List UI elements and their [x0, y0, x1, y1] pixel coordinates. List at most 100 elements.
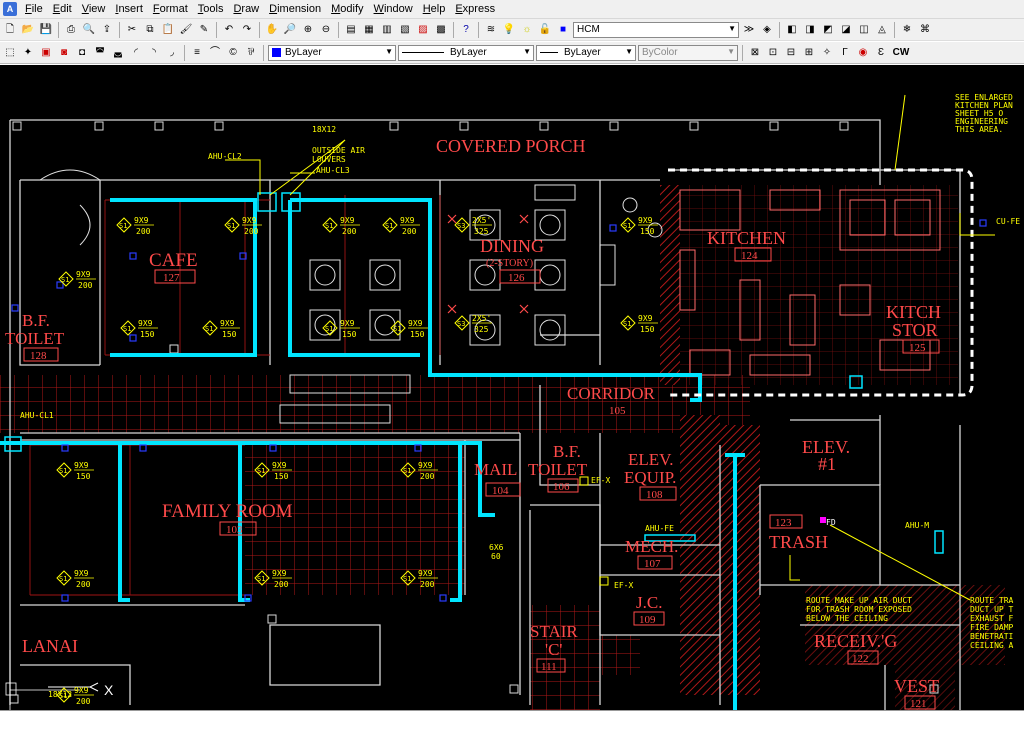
explode-text-icon[interactable]: ⅌: [247, 46, 255, 58]
layer-name: HCM: [577, 24, 600, 35]
revcloud-icon[interactable]: ◉: [858, 46, 868, 58]
express-web-icon[interactable]: ◞: [170, 46, 174, 58]
express-draw-icon[interactable]: ◚: [95, 46, 105, 58]
diffuser-symbol: [56, 462, 72, 478]
arc-text-icon[interactable]: ⌒: [210, 46, 220, 58]
layer-manager-icon[interactable]: ≋: [486, 23, 496, 35]
diffuser-size: 9X9: [638, 314, 653, 323]
preview-icon[interactable]: 🔍: [82, 23, 96, 35]
zoom-box2-icon[interactable]: ⊡: [768, 46, 778, 58]
express-file-icon[interactable]: ◝: [152, 46, 156, 58]
paste-icon[interactable]: 📋: [161, 23, 175, 35]
plotstyle-dropdown[interactable]: ByColor ▼: [638, 44, 738, 61]
menu-tools[interactable]: Tools: [197, 3, 224, 15]
fillet-icon[interactable]: Γ: [842, 46, 848, 58]
menu-draw[interactable]: Draw: [233, 3, 260, 15]
text-fit-icon[interactable]: ≡: [194, 46, 200, 58]
zoom-box4-icon[interactable]: ⊞: [804, 46, 814, 58]
drawing-canvas[interactable]: X 18X12 COVERED PORCH CAFE 127 DINING (2…: [0, 65, 1024, 710]
edit-dimension-icon[interactable]: Ɛ: [877, 46, 885, 58]
pan-icon[interactable]: ✋: [265, 23, 279, 35]
open-icon[interactable]: 📂: [21, 23, 35, 35]
dining-x-markers: [447, 214, 529, 314]
express-block-icon[interactable]: ⬚: [5, 46, 15, 58]
diffuser-symbol: [454, 315, 470, 331]
match-properties-icon[interactable]: 🖌: [179, 23, 193, 35]
menu-dimension[interactable]: Dimension: [269, 3, 322, 15]
tool-palettes-icon[interactable]: ▥: [382, 23, 392, 35]
bottom-duct-note: 18X12: [48, 690, 72, 699]
linetype-dropdown[interactable]: ByLayer ▼: [398, 44, 534, 61]
express-text-icon[interactable]: ✦: [23, 46, 33, 58]
color-dropdown[interactable]: ByLayer ▼: [268, 44, 396, 61]
publish-icon[interactable]: ⇪: [102, 23, 112, 35]
express-layer2-icon[interactable]: ◨: [805, 23, 815, 35]
express-dim-icon[interactable]: ◛: [113, 46, 123, 58]
diffuser-symbol: [254, 570, 270, 586]
menu-help[interactable]: Help: [422, 3, 446, 15]
menu-modify[interactable]: Modify: [331, 3, 364, 15]
block-editor-icon[interactable]: ✎: [199, 23, 209, 35]
elev-label-1: ELEV.: [802, 437, 850, 457]
dining-label: DINING: [480, 236, 544, 256]
snowflake-icon[interactable]: ❄: [902, 23, 912, 35]
express-modify-icon[interactable]: ◘: [78, 46, 86, 58]
new-icon[interactable]: 🗋: [5, 23, 15, 35]
lock-icon[interactable]: 🔓: [538, 23, 552, 35]
diffuser-cfm: 150: [640, 325, 655, 334]
layer-previous-icon[interactable]: ◈: [763, 23, 771, 35]
menu-window[interactable]: Window: [373, 3, 413, 15]
pdf-icon[interactable]: ▣: [41, 46, 51, 58]
zoom-previous-icon[interactable]: ⊖: [321, 23, 331, 35]
cw-label[interactable]: CW: [892, 46, 910, 58]
express-layer4-icon[interactable]: ◪: [841, 23, 851, 35]
menu-file[interactable]: File: [25, 3, 43, 15]
ef-x-note-2: EF-X: [614, 581, 633, 590]
express-layer5-icon[interactable]: ◫: [859, 23, 869, 35]
markup-icon[interactable]: ▨: [418, 23, 428, 35]
express-arc-icon[interactable]: ✧: [822, 46, 832, 58]
sun-icon[interactable]: ☼: [522, 23, 532, 35]
make-current-layer-icon[interactable]: ≫: [743, 23, 755, 35]
app-icon[interactable]: A: [3, 2, 17, 16]
lineweight-dropdown[interactable]: ByLayer ▼: [536, 44, 636, 61]
diffuser-symbol: [382, 217, 398, 233]
mech-label: MECH.: [625, 537, 678, 556]
properties-icon[interactable]: ▤: [346, 23, 356, 35]
menu-express[interactable]: Express: [455, 3, 496, 15]
acrobat-icon[interactable]: ◙: [60, 46, 68, 58]
calculator-icon[interactable]: ▩: [436, 23, 446, 35]
zoom-box3-icon[interactable]: ⊟: [786, 46, 796, 58]
save-icon[interactable]: 💾: [39, 23, 53, 35]
layer-dropdown[interactable]: HCM ▼: [573, 21, 739, 38]
express-tool-icon[interactable]: ⌘: [920, 23, 930, 35]
express-layer3-icon[interactable]: ◩: [823, 23, 833, 35]
layer-color-icon[interactable]: ■: [559, 23, 567, 35]
zoom-window-icon[interactable]: ⊕: [303, 23, 313, 35]
text-mask-icon[interactable]: ©: [229, 46, 237, 58]
design-center-icon[interactable]: ▦: [364, 23, 374, 35]
menu-edit[interactable]: Edit: [52, 3, 72, 15]
copy-icon[interactable]: ⧉: [146, 23, 154, 35]
diffuser-type: S1: [119, 222, 127, 230]
zoom-box-icon[interactable]: ⊠: [750, 46, 760, 58]
plot-icon[interactable]: ⎙: [67, 23, 75, 35]
kitchen-number: 124: [741, 250, 758, 262]
plotstyle-value: ByColor: [642, 47, 678, 58]
express-layer6-icon[interactable]: ◬: [878, 23, 886, 35]
undo-icon[interactable]: ↶: [224, 23, 234, 35]
linetype-value: ByLayer: [450, 47, 487, 58]
ahu-fe-note: AHU-FE: [645, 524, 674, 533]
express-layer-icon[interactable]: ◧: [787, 23, 797, 35]
redo-icon[interactable]: ↷: [242, 23, 252, 35]
express-selection-icon[interactable]: ◜: [134, 46, 138, 58]
toolbar-separator: [894, 21, 895, 38]
menu-view[interactable]: View: [81, 3, 106, 15]
menu-format[interactable]: Format: [152, 3, 188, 15]
sheet-set-icon[interactable]: ▧: [400, 23, 410, 35]
help-icon[interactable]: ?: [463, 23, 469, 35]
zoom-realtime-icon[interactable]: 🔎: [283, 23, 297, 35]
bulb-icon[interactable]: 💡: [502, 23, 516, 35]
menu-insert[interactable]: Insert: [115, 3, 143, 15]
cut-icon[interactable]: ✂: [127, 23, 137, 35]
